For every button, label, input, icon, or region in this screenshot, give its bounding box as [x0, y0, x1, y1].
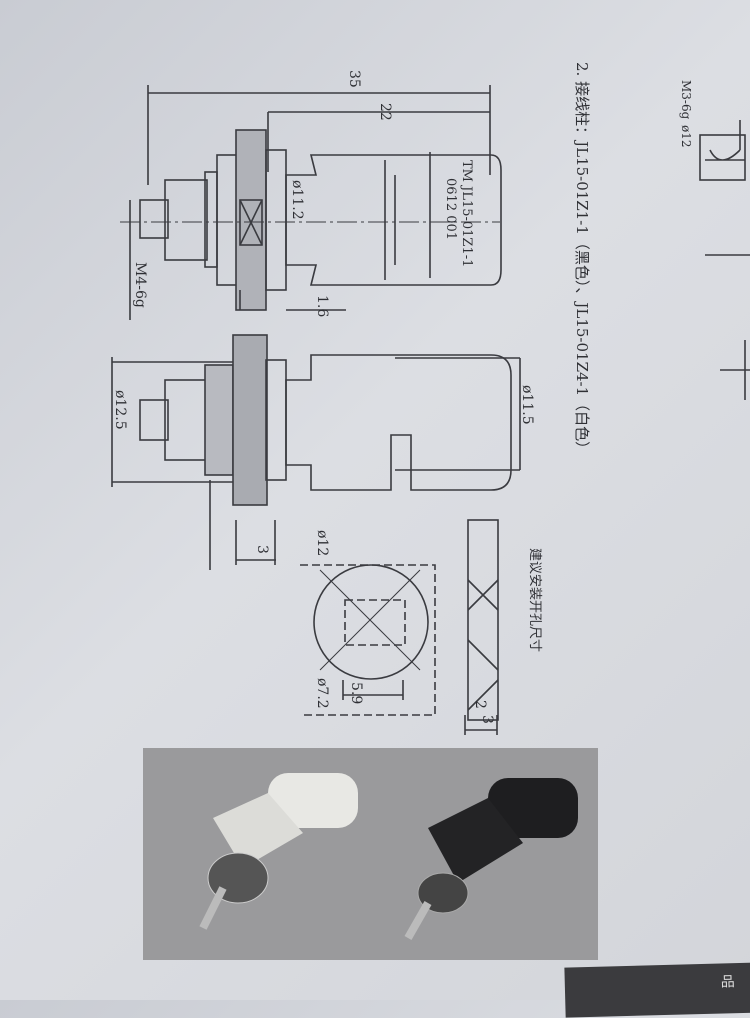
product-photo: [143, 748, 598, 960]
marking-line1: TM JL15-01Z1-1: [459, 160, 474, 268]
dim-flat: 5.9: [348, 682, 364, 705]
dim-head-front: ø11.5: [519, 385, 535, 425]
dim-plate: 1.6: [314, 295, 330, 318]
dim-flange: ø12.5: [112, 390, 128, 430]
dim-b: 3: [479, 715, 495, 724]
dim-thickness: 3: [254, 545, 270, 554]
side-view-drawing: [120, 85, 502, 320]
dim-a: 2: [472, 700, 488, 709]
dim-bore: ø11.2: [289, 180, 305, 220]
terminal-photo: [199, 773, 578, 940]
partial-dim: ø12: [679, 125, 693, 148]
dim-inner: ø7.2: [314, 678, 330, 709]
partial-top-drawing: [699, 120, 750, 400]
mounting-hole-drawing: [300, 519, 499, 735]
dim-total: 35: [346, 70, 362, 88]
marking-line2: 0612 001: [443, 178, 458, 241]
partial-thread: M3-6g: [679, 80, 693, 120]
mounting-caption: 建议安装开孔尺寸: [527, 548, 542, 653]
footer-band: 品: [564, 962, 750, 1018]
heading: 2. 接线柱：JL15-01Z1-1（黑色）、JL15-01Z4-1（白色）: [573, 62, 591, 457]
footer-band-text: 品: [720, 974, 736, 991]
front-view-drawing: [111, 334, 521, 570]
thread-label: M4-6g: [132, 262, 148, 308]
dim-head: 22: [377, 103, 393, 121]
dim-outer: ø12: [314, 530, 330, 557]
